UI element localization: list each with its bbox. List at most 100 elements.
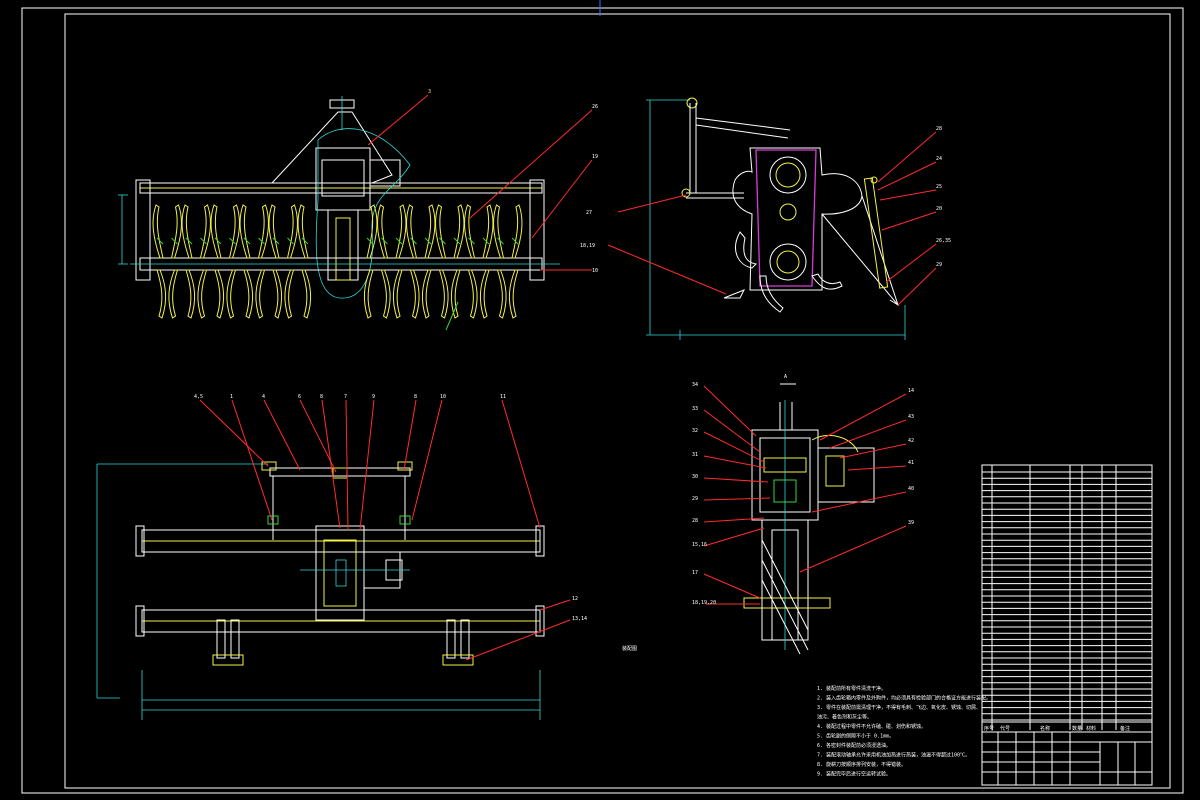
blade-lower [409, 269, 420, 319]
blade-lower [496, 269, 507, 319]
blade-upper [464, 204, 476, 259]
callout-28: 28 [936, 126, 942, 132]
callout-8a: 8 [320, 394, 323, 400]
gearbox [315, 147, 371, 211]
section-callout-right: 43 [908, 414, 914, 420]
section-callout-left: 28 [692, 518, 698, 524]
blade-upper [181, 204, 193, 259]
side-housing [732, 147, 863, 291]
section-callout-right: 39 [908, 520, 914, 526]
callout-6: 6 [298, 394, 301, 400]
section-callout-left: 29 [692, 496, 698, 502]
section-callout-right: 42 [908, 438, 914, 444]
blade-lower [438, 269, 449, 319]
section-callout-left: 18,19,20 [692, 600, 716, 606]
blade-upper [286, 204, 298, 259]
section-callout-left: 34 [692, 382, 698, 388]
note-line: 6. 各密封件装配前必须浸透油。 [817, 742, 891, 749]
callout-24: 24 [936, 156, 942, 162]
blade-upper [377, 204, 389, 259]
blade-accent [482, 237, 490, 245]
bom-header-cell: 序号 [984, 725, 994, 732]
blade-upper [395, 204, 407, 259]
blade-lower [301, 269, 312, 319]
top-view: 4,5 1 4 6 8 7 9 8 10 11 12 13,14 装配图 [96, 394, 637, 720]
callout-25: 25 [936, 184, 942, 190]
section-callout-left: 31 [692, 452, 698, 458]
blade-lower [185, 269, 196, 319]
note-line: 2. 装入齿轮箱内零件及外购件，均必须具有检验部门的合格证方能进行装配。 [817, 695, 991, 702]
blade-accent [511, 237, 519, 245]
bom-header-cell: 备注 [1120, 725, 1130, 732]
callout-12: 12 [572, 596, 578, 602]
blade-lower [467, 269, 478, 319]
front-view: 3 26 19 10 [118, 89, 598, 331]
blade-accent [497, 237, 504, 245]
blade-upper [453, 204, 465, 259]
blade-accent [410, 237, 417, 245]
bom-header-cell: 材料 [1086, 725, 1096, 732]
blade-accent [301, 237, 309, 245]
blade-upper [268, 204, 280, 259]
blade-accent [243, 237, 251, 245]
blade-upper [511, 204, 523, 259]
note-line: 9. 装配完毕后进行空运转试验。 [817, 771, 891, 778]
callout-27: 27 [586, 210, 592, 216]
callout-1: 1 [230, 394, 233, 400]
blade-upper [257, 204, 269, 259]
callout-9: 9 [372, 394, 375, 400]
bom-header-cell: 名称 [1040, 725, 1050, 732]
blade-accent [468, 237, 475, 245]
callout-19: 19 [592, 154, 598, 160]
blade-accent [381, 237, 388, 245]
blade-lower [380, 269, 391, 319]
section-callout-left: 32 [692, 428, 698, 434]
note-line: 7. 装配滚动轴承允许采用机油加热进行热装，油温不得超过100℃。 [817, 752, 970, 759]
note-line: 3. 零件在装配前需清理干净，不得有毛刺、飞边、氧化皮、锈蚀、切屑、 [817, 704, 981, 711]
callout-4: 4 [262, 394, 265, 400]
blade-lower [243, 269, 254, 319]
blade-upper [424, 204, 436, 259]
blade-lower [508, 269, 519, 319]
blade-upper [297, 204, 309, 259]
blade-lower [255, 269, 266, 319]
section-callout-left: 30 [692, 474, 698, 480]
blade-lower [421, 269, 432, 319]
section-callout-left: 15,16 [692, 542, 707, 548]
blade-accent [272, 237, 280, 245]
section-callout-right: 40 [908, 486, 914, 492]
bom-table [982, 471, 1152, 721]
title-block: 序号代号名称数量材料备注 [981, 464, 1153, 786]
blade-upper [239, 204, 251, 259]
callout-29: 29 [936, 262, 942, 268]
callout-11: 11 [500, 394, 506, 400]
blade-lower [363, 269, 374, 319]
section-mark: A [784, 374, 787, 380]
blade-accent [156, 237, 164, 245]
callout-20: 20 [936, 206, 942, 212]
blade-accent [453, 237, 461, 245]
blade-upper [482, 204, 494, 259]
sheet-frame [21, 0, 1184, 794]
blade-accent [395, 237, 403, 245]
callout-26-35: 26,35 [936, 238, 951, 244]
blade-accent [171, 237, 178, 245]
blade-accent [185, 237, 193, 245]
blade-lower [392, 269, 403, 319]
blade-lower [450, 269, 461, 319]
blade-upper [493, 204, 505, 259]
note-line: 8. 旋耕刀按顺序排列安装，不得错装。 [817, 761, 906, 768]
blade-lower [156, 269, 167, 319]
section-callout-left: 33 [692, 406, 698, 412]
blade-accent [200, 237, 207, 245]
hitch-bar [269, 467, 411, 477]
blade-upper [152, 204, 164, 259]
callout-13-14: 13,14 [572, 616, 587, 622]
section-callout-right: 14 [908, 388, 914, 394]
callout-4-5: 4,5 [194, 394, 203, 400]
note-line: 1. 装配前所有零件清洗干净。 [817, 685, 886, 692]
blade-lower [197, 269, 208, 319]
